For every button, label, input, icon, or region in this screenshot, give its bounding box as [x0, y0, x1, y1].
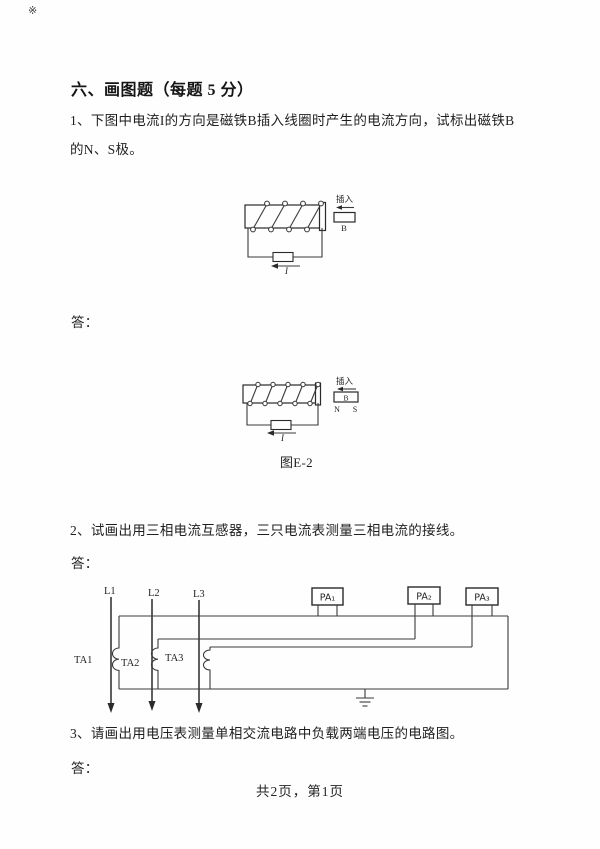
current-label: I	[284, 266, 289, 276]
ta2-secondary	[150, 639, 159, 689]
ta2-label: TA2	[121, 658, 139, 669]
ta3-label: TA3	[165, 653, 183, 664]
phase-l1-label: L1	[104, 586, 116, 597]
current-arrow	[267, 430, 296, 436]
pole-s-label: S	[353, 405, 357, 414]
circuit-element-box	[270, 419, 292, 431]
pa1-label: PA₁	[320, 593, 336, 604]
insert-label: 插入	[336, 194, 354, 204]
ground-icon	[356, 689, 374, 707]
circuit-element-box	[272, 251, 294, 263]
coil-winding	[250, 200, 324, 233]
phase-l2-arrow	[148, 701, 156, 711]
question2-text: 2、试画出用三相电流互感器，三只电流表测量三相电流的接线。	[70, 523, 464, 538]
phase-l2-label: L2	[148, 588, 160, 599]
ta1-label: TA1	[74, 655, 92, 666]
ta3-secondary	[202, 647, 211, 689]
coil-graphic-answer: I 插入 B N S	[242, 376, 359, 443]
current-arrow	[271, 263, 300, 269]
phase-l3-label: L3	[193, 589, 205, 600]
insert-label: 插入	[336, 376, 354, 386]
phase-l1-arrow	[107, 703, 115, 713]
question1-line2: 的N、S极。	[70, 142, 144, 157]
question3-text: 3、请画出用电压表测量单相交流电路中负载两端电压的电路图。	[70, 726, 464, 741]
page-footer: 共2页，第1页	[256, 784, 344, 799]
question1-line1: 1、下图中电流I的方向是磁铁B插入线圈时产生的电流方向，试标出磁铁B	[70, 113, 515, 128]
magnet-label: B	[343, 394, 348, 403]
magnet-label: B	[341, 223, 347, 233]
ta1-secondary	[111, 616, 120, 689]
pa2-label: PA₂	[416, 592, 432, 603]
coil-graphic: I 插入 B	[244, 194, 356, 276]
figure2-caption: 图E-2	[280, 455, 313, 470]
answer3-label: 答：	[71, 761, 99, 776]
insert-arrow	[337, 386, 356, 392]
answer2-label: 答：	[71, 556, 99, 571]
pa3-label: PA₃	[474, 593, 490, 604]
current-label: I	[280, 433, 285, 443]
answer1-label: 答：	[71, 315, 99, 330]
ammeters: PA₁ PA₂ PA₃	[311, 586, 499, 647]
pole-n-label: N	[334, 405, 340, 414]
insert-arrow	[336, 205, 354, 210]
magnet-bar	[333, 391, 359, 403]
corner-mark: ※	[28, 5, 38, 17]
coil-winding	[247, 381, 321, 407]
phase-l3-arrow	[195, 703, 203, 713]
section-title: 六、画图题（每题 5 分）	[71, 82, 254, 99]
secondary-wiring	[119, 615, 509, 690]
current-transformers: TA1 TA2 TA3	[74, 616, 211, 689]
magnet-bar	[333, 211, 356, 223]
